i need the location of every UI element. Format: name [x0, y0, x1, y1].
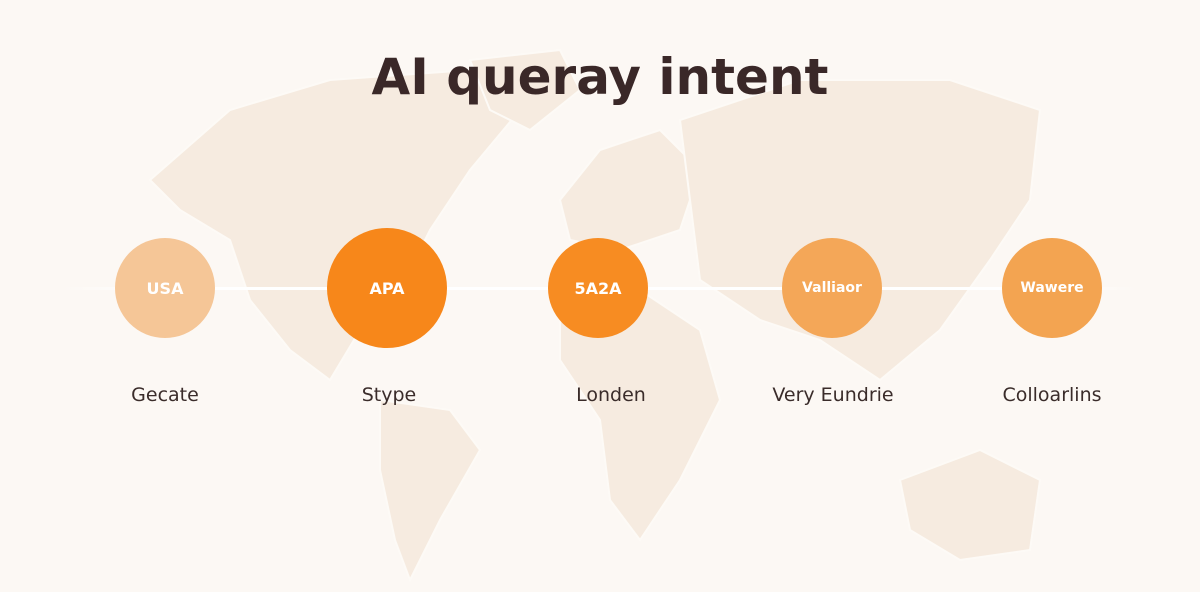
- node-circle-1[interactable]: USA: [115, 238, 215, 338]
- africa-shape: [559, 288, 722, 542]
- node-circle-4[interactable]: Valliaor: [782, 238, 882, 338]
- node-circle-3[interactable]: 5A2A: [548, 238, 648, 338]
- node-circle-text: APA: [369, 278, 405, 298]
- asia-shape: [678, 79, 1042, 382]
- node-label-4: Very Eundrie: [772, 384, 894, 406]
- node-circle-text: Valliaor: [802, 280, 862, 296]
- node-label-1: Gecate: [131, 384, 199, 406]
- page-title: AI queray intent: [371, 48, 829, 106]
- australia-shape: [898, 448, 1042, 562]
- node-circle-text: 5A2A: [574, 278, 622, 298]
- node-label-3: Londen: [576, 384, 646, 406]
- node-circle-5[interactable]: Wawere: [1002, 238, 1102, 338]
- node-label-2: Stype: [361, 384, 417, 406]
- node-label-5: Colloarlins: [1002, 384, 1102, 406]
- south-america-shape: [379, 398, 482, 583]
- node-circle-text: Wawere: [1020, 280, 1084, 296]
- node-circle-text: USA: [146, 278, 184, 298]
- europe-shape: [558, 128, 702, 252]
- greenland-shape: [468, 48, 582, 132]
- node-circle-2[interactable]: APA: [327, 228, 447, 348]
- north-america-shape: [148, 68, 522, 382]
